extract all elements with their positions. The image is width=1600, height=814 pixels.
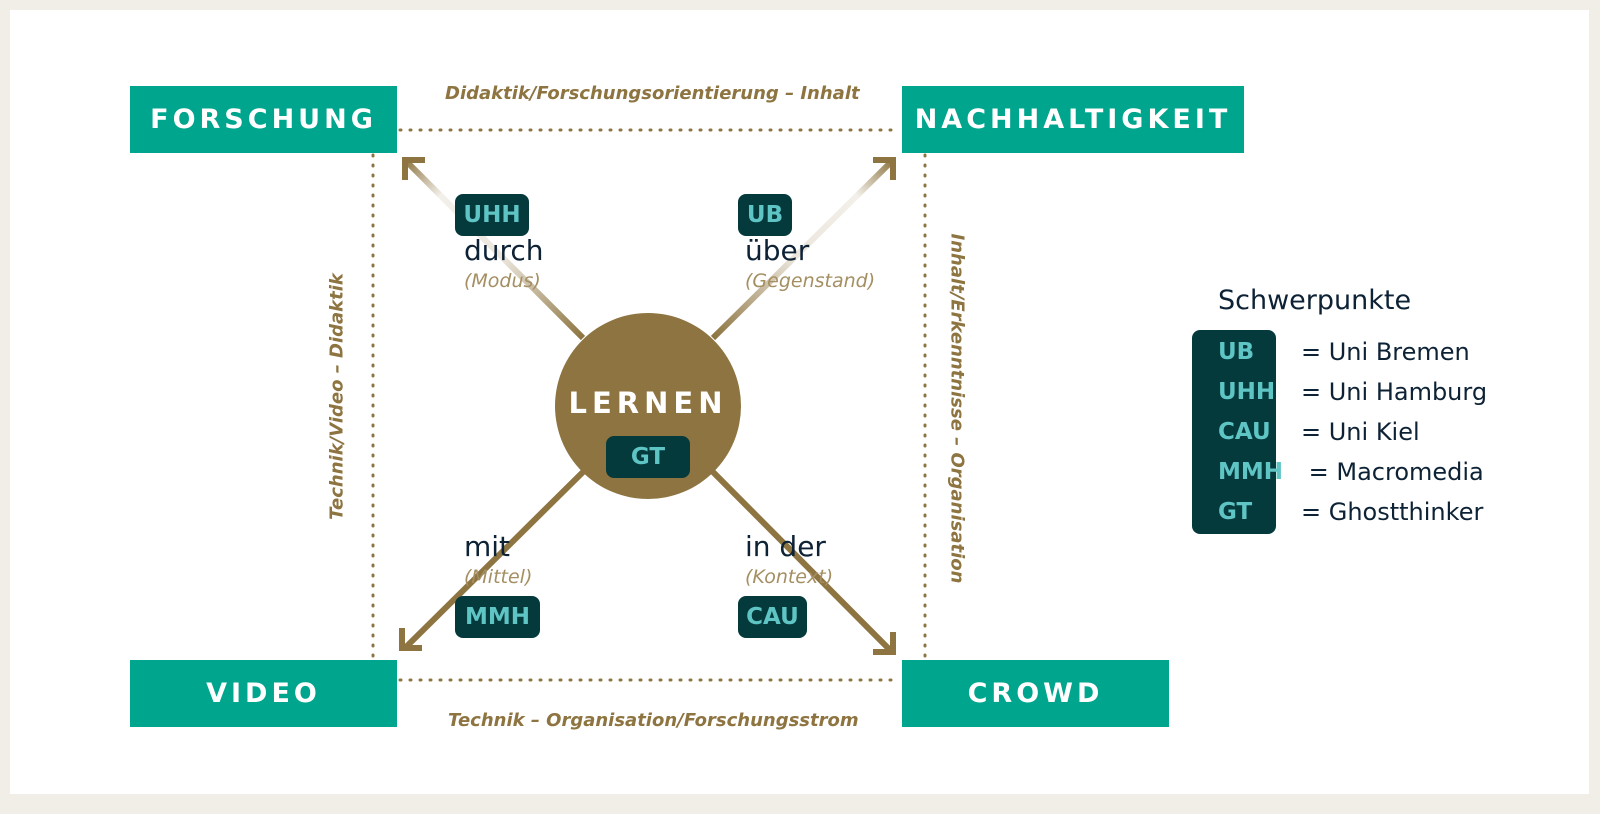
center-badge-gt: GT <box>606 436 690 478</box>
legend-name-uhh: = Uni Hamburg <box>1301 378 1488 406</box>
arrow-top-left <box>405 160 586 341</box>
arrow-bottom-right <box>710 469 893 653</box>
legend-code-gt: GT <box>1218 499 1253 525</box>
center-title: LERNEN <box>568 386 728 420</box>
branch-word-mit: mit <box>464 530 511 563</box>
branch-word-ueber: über <box>745 234 810 267</box>
branch-sub-kontext: (Kontext) <box>745 566 834 588</box>
edge-label-top: Didaktik/Forschungsorientierung – Inhalt <box>445 83 860 104</box>
legend-name-ub: = Uni Bremen <box>1301 338 1470 366</box>
branch-sub-gegenstand: (Gegenstand) <box>745 270 876 292</box>
branch-word-in-der: in der <box>745 530 826 563</box>
legend-code-box <box>1192 330 1276 534</box>
arrow-bottom-left <box>402 469 586 651</box>
corner-video: VIDEO <box>130 660 397 727</box>
corner-nachhaltigkeit: NACHHALTIGKEIT <box>902 86 1244 153</box>
arrowhead-bottom-right <box>873 632 896 655</box>
legend-title: Schwerpunkte <box>1218 285 1412 316</box>
corner-crowd: CROWD <box>902 660 1169 727</box>
legend-code-cau: CAU <box>1218 419 1271 445</box>
badge-ub: UB <box>738 194 792 236</box>
badge-uhh: UHH <box>455 194 529 236</box>
branch-sub-modus: (Modus) <box>464 270 541 292</box>
legend-name-cau: = Uni Kiel <box>1301 418 1420 446</box>
legend-code-ub: UB <box>1218 339 1255 365</box>
arrowhead-top-left <box>402 157 425 180</box>
badge-cau: CAU <box>738 596 807 638</box>
branch-sub-mittel: (Mittel) <box>464 566 533 588</box>
edge-label-left: Technik/Video – Didaktik <box>326 273 348 520</box>
arrowhead-bottom-left <box>399 628 422 651</box>
legend-name-mmh: = Macromedia <box>1301 458 1484 486</box>
arrow-top-right <box>710 160 893 341</box>
center-circle <box>555 313 741 499</box>
branch-word-durch: durch <box>464 234 544 267</box>
legend-code-uhh: UHH <box>1218 379 1276 405</box>
arrowhead-top-right <box>873 157 896 180</box>
corner-forschung: FORSCHUNG <box>130 86 397 153</box>
edge-label-right: Inhalt/Erkenntnisse – Organisation <box>946 233 968 584</box>
legend-name-gt: = Ghostthinker <box>1301 498 1484 526</box>
legend-code-mmh: MMH <box>1218 459 1284 485</box>
badge-mmh: MMH <box>455 596 540 638</box>
edge-label-bottom: Technik – Organisation/Forschungsstrom <box>448 710 859 731</box>
